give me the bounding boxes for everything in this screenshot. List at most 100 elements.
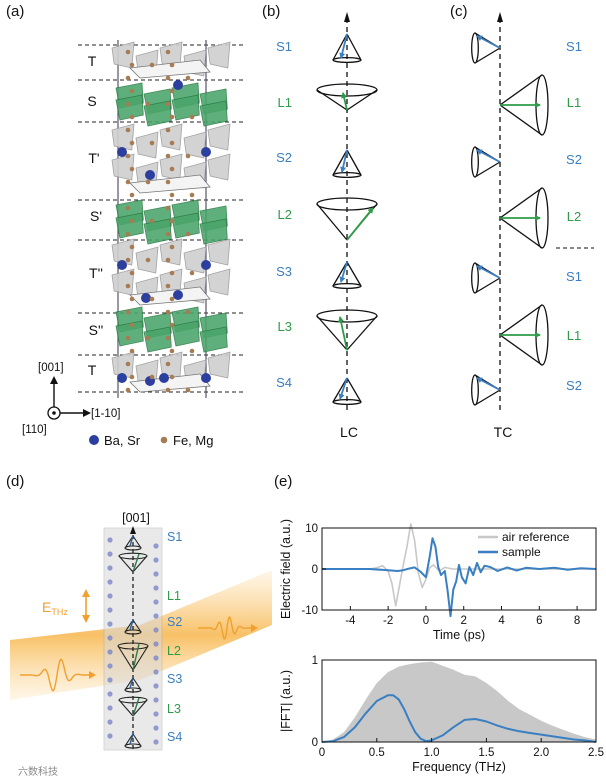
fe-mg-atom bbox=[125, 387, 131, 393]
fe-mg-atom bbox=[125, 231, 131, 237]
fe-mg-atom bbox=[169, 322, 175, 328]
fe-mg-atom bbox=[125, 127, 131, 133]
crystal-structure-illustration bbox=[78, 40, 245, 398]
axis-label-001: [001] bbox=[38, 362, 64, 374]
cone-l1 bbox=[316, 83, 378, 111]
gray-polyhedron bbox=[207, 238, 231, 266]
white-polyhedron bbox=[129, 373, 211, 393]
ba-sr-atom bbox=[201, 260, 211, 270]
legend-label: air reference bbox=[502, 530, 570, 544]
y-tick-label: 1 bbox=[312, 655, 318, 667]
green-polyhedron bbox=[199, 326, 228, 353]
panel-e-label: (e) bbox=[274, 473, 292, 490]
ba-sr-atom bbox=[117, 147, 127, 157]
layer-label-s-prime: S' bbox=[90, 208, 102, 224]
fe-mg-atom bbox=[165, 283, 171, 289]
watermark: 六数科技 bbox=[18, 765, 58, 778]
fe-mg-atom bbox=[169, 218, 175, 224]
fe-mg-atom bbox=[165, 231, 171, 237]
spin-vector bbox=[346, 207, 374, 241]
series-line-sample bbox=[322, 537, 597, 618]
white-polyhedron bbox=[129, 59, 211, 79]
lc-caption: LC bbox=[340, 424, 358, 440]
d-mini-cone bbox=[118, 552, 148, 573]
cone-l2 bbox=[316, 197, 378, 241]
fe-mg-atom bbox=[129, 62, 135, 68]
cone-s2 bbox=[332, 149, 362, 179]
green-polyhedron bbox=[143, 100, 172, 127]
gray-polyhedron bbox=[207, 351, 231, 379]
fe-mg-atom bbox=[169, 270, 175, 276]
d-label-s2: S2 bbox=[167, 615, 182, 629]
tc-label-s2b: S2 bbox=[566, 378, 582, 393]
ba-sr-atom bbox=[117, 373, 127, 383]
fe-mg-atom bbox=[125, 335, 131, 341]
d-mini-cone bbox=[117, 642, 149, 671]
fe-mg-atom bbox=[129, 218, 135, 224]
spin-vector bbox=[339, 261, 348, 283]
fe-mg-atom bbox=[145, 179, 151, 185]
crystal-axes-indicator: [001] [1-10] [110] bbox=[22, 362, 120, 436]
fe-mg-atom bbox=[125, 309, 131, 315]
tc-label-s1: S1 bbox=[566, 39, 582, 54]
fe-mg-atom bbox=[165, 361, 171, 367]
spin-vector bbox=[341, 92, 348, 111]
fe-mg-atom bbox=[165, 335, 171, 341]
d-label-s4: S4 bbox=[167, 730, 182, 744]
fe-mg-atom bbox=[165, 127, 171, 133]
fe-mg-atom bbox=[129, 270, 135, 276]
ba-sr-atom bbox=[159, 373, 169, 383]
fe-mg-atom bbox=[185, 75, 191, 81]
x-tick-label: -2 bbox=[383, 615, 393, 627]
panel-a-label: (a) bbox=[6, 3, 24, 20]
fe-mg-atom bbox=[169, 166, 175, 172]
fe-mg-atom bbox=[169, 374, 175, 380]
fe-mg-atom bbox=[169, 296, 175, 302]
green-polyhedron bbox=[143, 218, 172, 245]
fe-mg-atom bbox=[185, 231, 191, 237]
d-label-s1: S1 bbox=[167, 530, 182, 544]
fe-mg-atom bbox=[165, 153, 171, 159]
fe-mg-atom bbox=[169, 62, 175, 68]
gray-polyhedron bbox=[207, 268, 231, 296]
fe-mg-atom bbox=[169, 114, 175, 120]
atom-legend: Ba, Sr Fe, Mg bbox=[89, 433, 213, 448]
gray-polyhedron bbox=[207, 123, 231, 151]
legend-fe-mg: Fe, Mg bbox=[173, 433, 213, 448]
fe-mg-atom bbox=[129, 166, 135, 172]
ba-sr-atom bbox=[173, 290, 183, 300]
fe-mg-atom bbox=[165, 49, 171, 55]
cone-s4 bbox=[332, 377, 362, 406]
green-polyhedron bbox=[171, 320, 200, 347]
fe-mg-atom bbox=[125, 257, 131, 263]
spin-vector bbox=[476, 265, 501, 279]
fe-mg-atom bbox=[145, 101, 151, 107]
tc-cone-l2 bbox=[499, 187, 549, 249]
lc-label-l1: L1 bbox=[278, 95, 292, 110]
tc-label-s2: S2 bbox=[566, 152, 582, 167]
y-tick-label: 0 bbox=[312, 564, 318, 576]
tc-label-l2: L2 bbox=[567, 209, 581, 224]
fe-mg-atom bbox=[129, 140, 135, 146]
ba-sr-atom bbox=[173, 80, 183, 90]
tc-label-s1b: S1 bbox=[566, 269, 582, 284]
tc-cone-s1b bbox=[471, 262, 501, 294]
fe-mg-atom bbox=[125, 49, 131, 55]
green-polyhedron bbox=[171, 212, 200, 239]
ba-sr-atom-icon bbox=[89, 435, 99, 445]
cone-l3 bbox=[316, 309, 378, 351]
fe-mg-atom bbox=[169, 192, 175, 198]
tc-cone-s2b bbox=[471, 374, 501, 406]
axis-label-110: [110] bbox=[22, 424, 47, 436]
layer-label-t-bottom: T bbox=[88, 362, 97, 378]
y-tick-label: 10 bbox=[305, 523, 318, 535]
tc-label-l1: L1 bbox=[567, 95, 581, 110]
ba-sr-atom bbox=[145, 170, 155, 180]
lc-label-s1: S1 bbox=[276, 39, 292, 54]
d-label-l2: L2 bbox=[167, 644, 181, 658]
panel-b-label: (b) bbox=[262, 3, 280, 20]
legend-ba-sr: Ba, Sr bbox=[104, 433, 141, 448]
tc-labels: S1 L1 S2 L2 S1 L1 S2 bbox=[566, 39, 582, 393]
